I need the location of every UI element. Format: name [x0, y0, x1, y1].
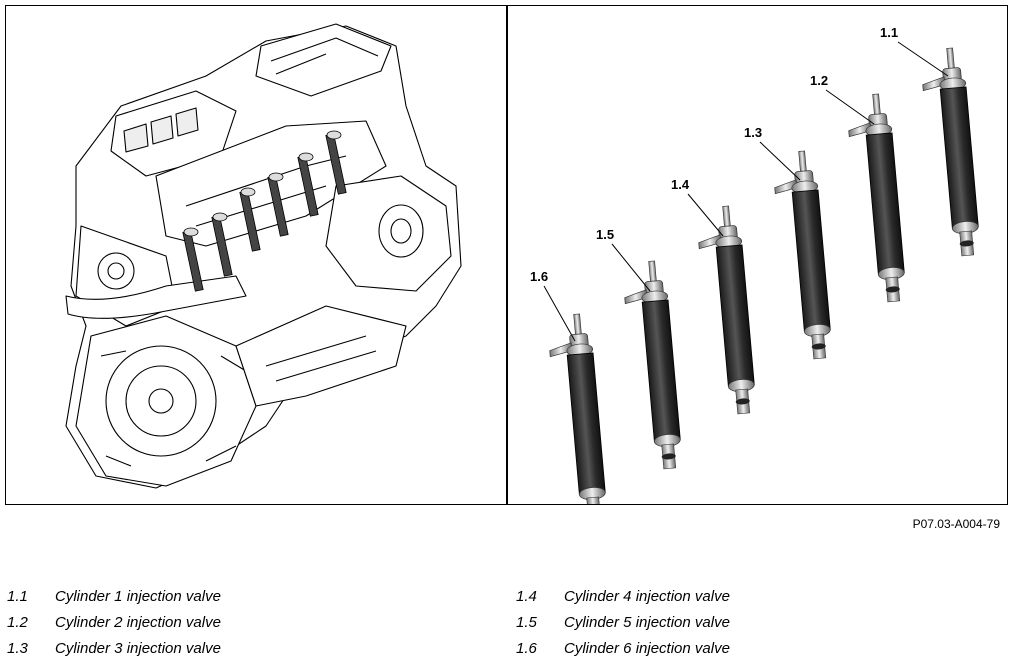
legend-item: 1.6 Cylinder 6 injection valve	[516, 635, 876, 661]
legend-column-right: 1.4 Cylinder 4 injection valve 1.5 Cylin…	[516, 583, 876, 661]
oil-pan	[235, 305, 407, 407]
engine-illustration-panel	[6, 6, 506, 504]
legend-text: Cylinder 6 injection valve	[564, 639, 730, 657]
legend-text: Cylinder 5 injection valve	[564, 613, 730, 631]
engine-drawing	[65, 23, 462, 489]
legend-number: 1.5	[516, 613, 537, 631]
callout-1-6: 1.6	[530, 269, 548, 284]
legend-item: 1.2 Cylinder 2 injection valve	[7, 609, 367, 635]
figure-reference: P07.03-A004-79	[912, 517, 1000, 531]
callout-1-2: 1.2	[810, 73, 828, 88]
diagram-frame: 1.1 1.2 1.3 1.4 1.5 1.6	[5, 5, 1008, 525]
engine-injectors	[182, 133, 347, 292]
legend-number: 1.4	[516, 587, 537, 605]
injector-drawing: 1.1 1.2 1.3 1.4 1.5 1.6	[530, 25, 982, 525]
injector-1-6	[546, 312, 609, 525]
injector-1-1	[919, 46, 982, 259]
intake-cover	[255, 23, 392, 97]
callout-1-5: 1.5	[596, 227, 614, 242]
legend-text: Cylinder 2 injection valve	[55, 613, 221, 631]
legend-text: Cylinder 3 injection valve	[55, 639, 221, 657]
legend-item: 1.4 Cylinder 4 injection valve	[516, 583, 876, 609]
legend-item: 1.3 Cylinder 3 injection valve	[7, 635, 367, 661]
legend-number: 1.3	[7, 639, 28, 657]
injector-1-3	[771, 149, 834, 362]
legend-number: 1.2	[7, 613, 28, 631]
callout-1-3: 1.3	[744, 125, 762, 140]
legend-item: 1.5 Cylinder 5 injection valve	[516, 609, 876, 635]
legend-column-left: 1.1 Cylinder 1 injection valve 1.2 Cylin…	[7, 583, 367, 661]
panel-divider	[506, 6, 508, 504]
callout-1-4: 1.4	[671, 177, 690, 192]
legend-text: Cylinder 1 injection valve	[55, 587, 221, 605]
callout-1-1: 1.1	[880, 25, 898, 40]
injector-panel: 1.1 1.2 1.3 1.4 1.5 1.6	[508, 6, 1007, 525]
legend-text: Cylinder 4 injection valve	[564, 587, 730, 605]
injector-1-4	[695, 204, 758, 417]
injector-1-5	[621, 259, 684, 472]
legend-item: 1.1 Cylinder 1 injection valve	[7, 583, 367, 609]
injector-1-2	[845, 92, 908, 305]
legend-number: 1.6	[516, 639, 537, 657]
legend-number: 1.1	[7, 587, 28, 605]
callout-leaders	[543, 41, 949, 342]
